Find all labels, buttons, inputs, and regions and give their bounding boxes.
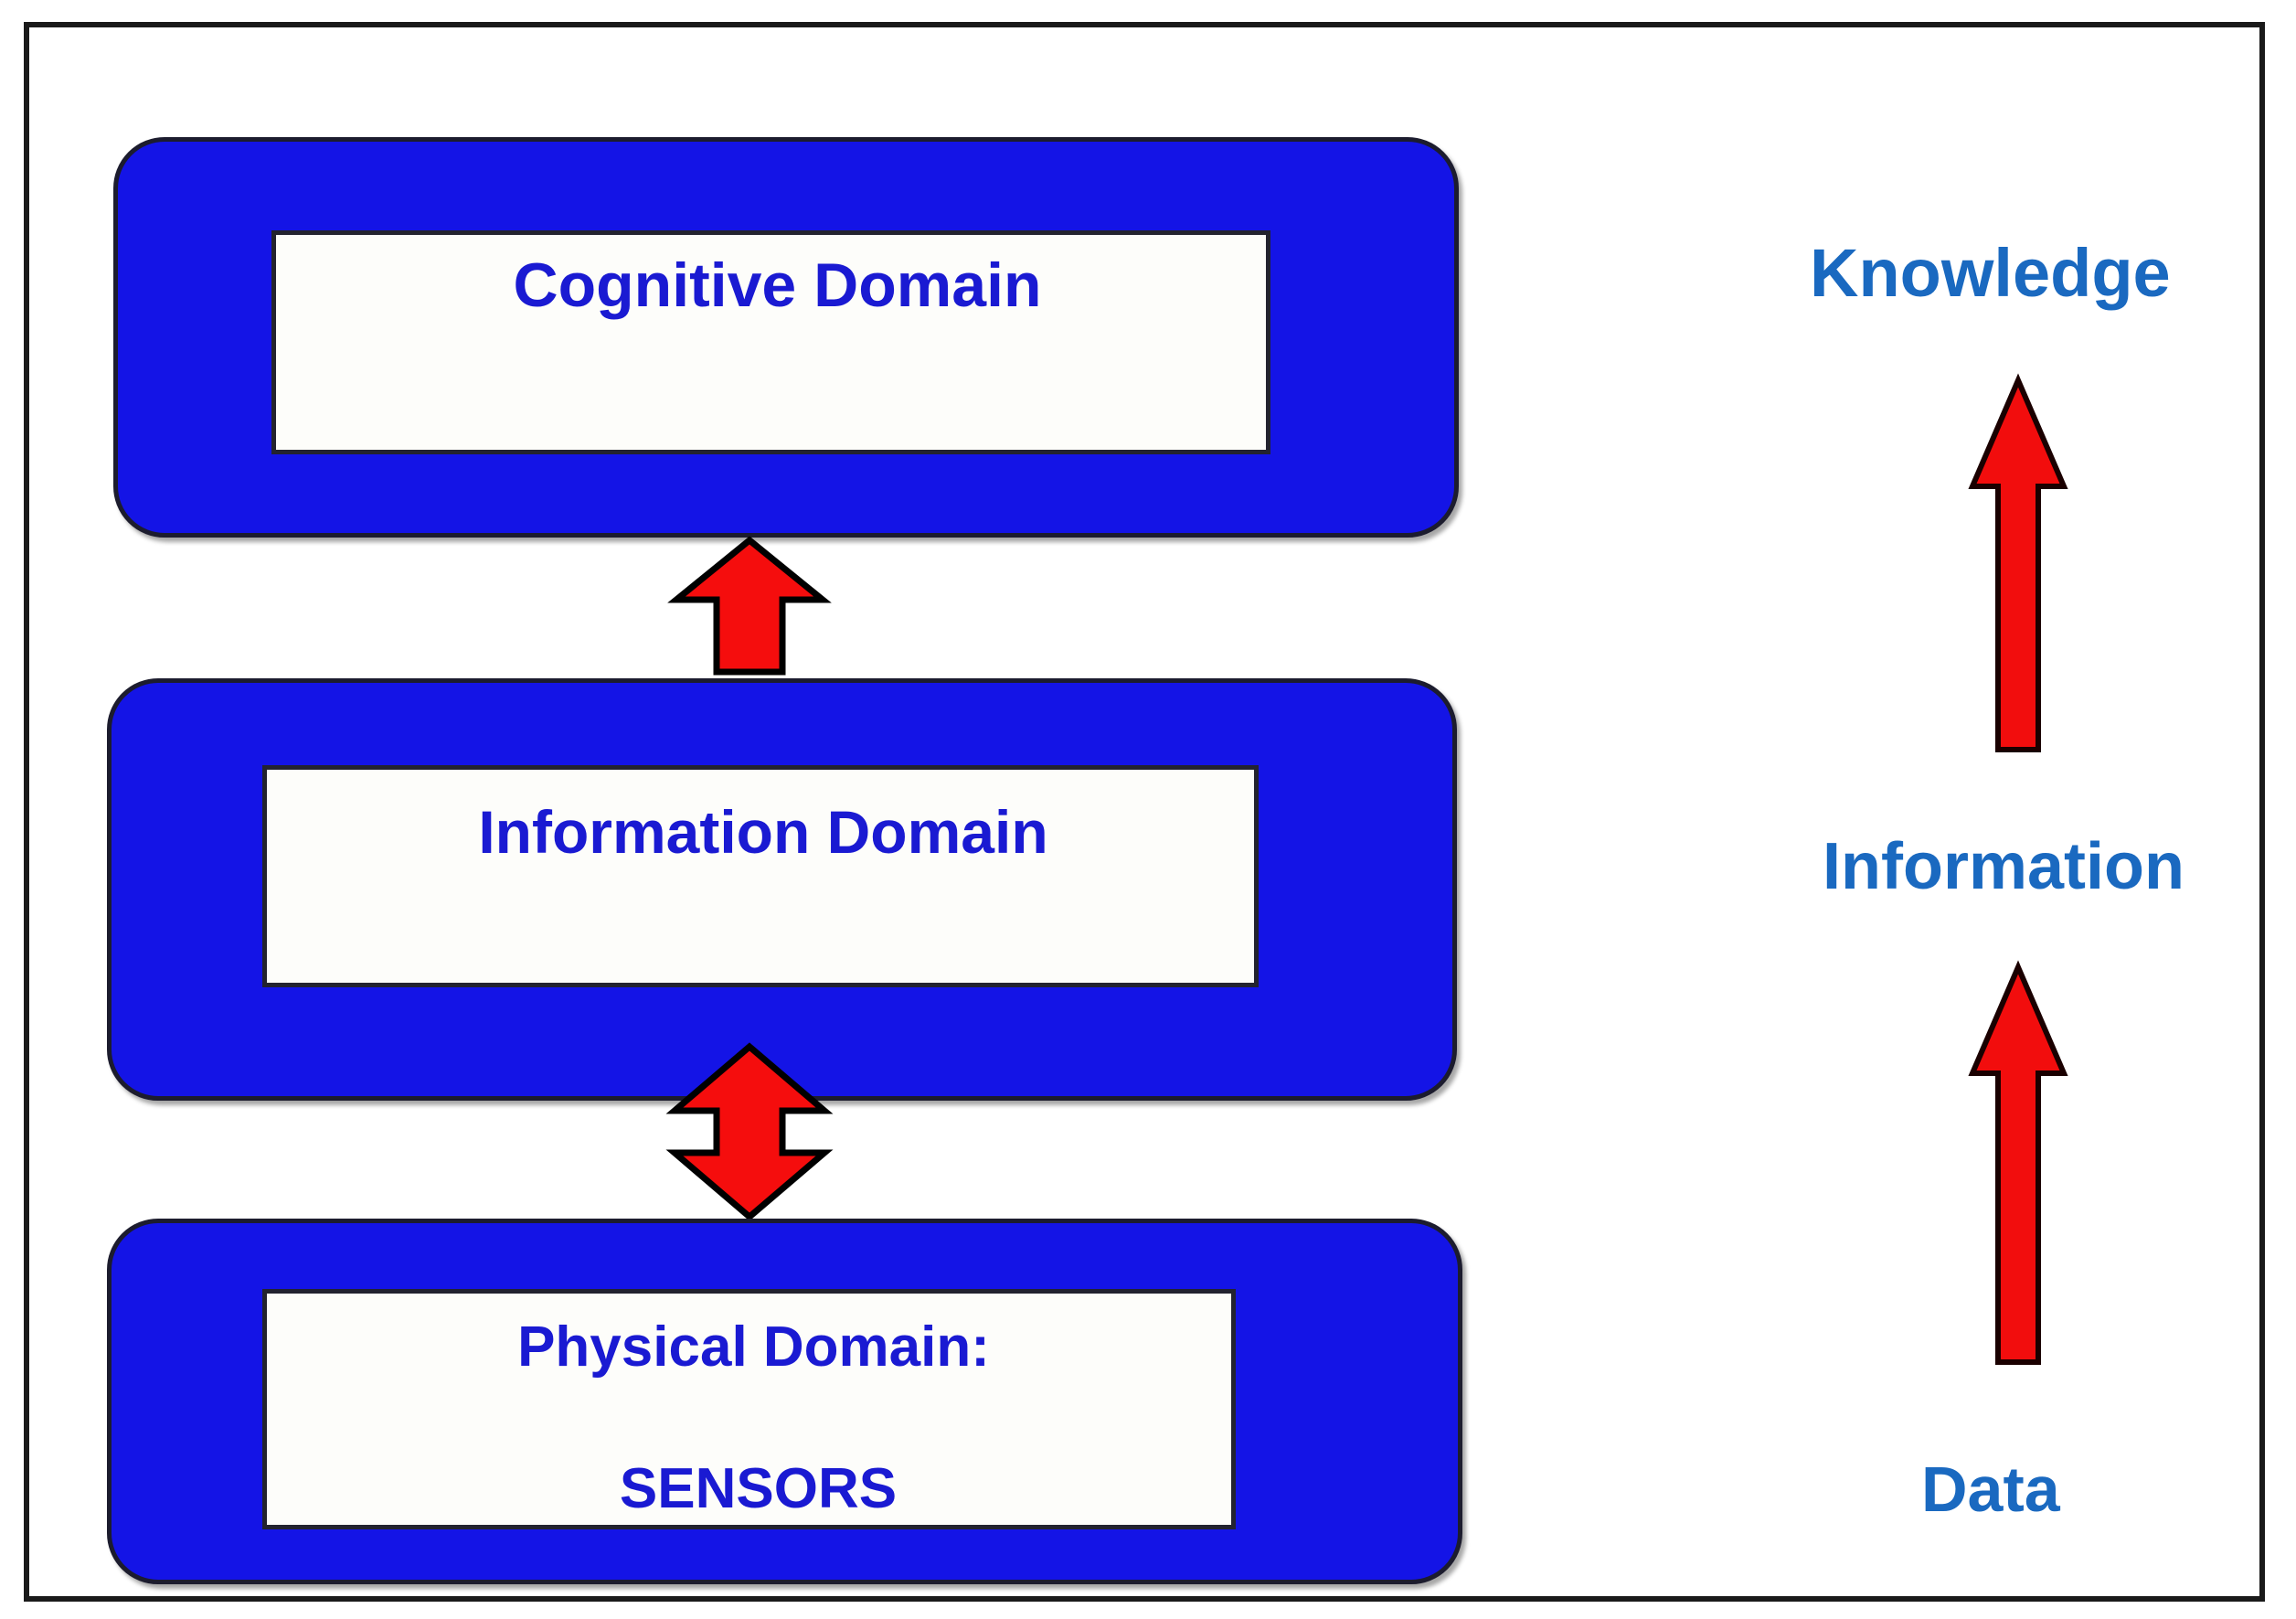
domain-sublabel-sensors: SENSORS xyxy=(619,1457,898,1521)
domain-panel-information: Information Domain xyxy=(262,765,1259,987)
arrow-information-to-cognitive xyxy=(667,536,832,676)
domain-label-information: Information Domain xyxy=(478,798,1048,866)
domain-panel-cognitive: Cognitive Domain xyxy=(271,230,1270,454)
ladder-label-knowledge: Knowledge xyxy=(1810,235,2171,311)
domain-label-physical: Physical Domain: xyxy=(517,1315,990,1379)
domain-panel-physical: Physical Domain: SENSORS xyxy=(262,1289,1236,1529)
domain-label-cognitive: Cognitive Domain xyxy=(513,250,1042,320)
ladder-arrow-information-to-knowledge xyxy=(1968,373,2068,752)
domain-box-information[interactable]: Information Domain xyxy=(107,678,1457,1101)
diagram-frame: Cognitive Domain Information Domain Phys… xyxy=(24,22,2265,1602)
domain-box-cognitive[interactable]: Cognitive Domain xyxy=(113,137,1459,538)
arrow-physical-to-information-bidirectional xyxy=(665,1042,834,1221)
ladder-label-data: Data xyxy=(1921,1454,2060,1525)
domain-box-physical[interactable]: Physical Domain: SENSORS xyxy=(107,1219,1462,1584)
ladder-arrow-data-to-information xyxy=(1968,960,2068,1365)
ladder-label-information: Information xyxy=(1823,830,2184,903)
